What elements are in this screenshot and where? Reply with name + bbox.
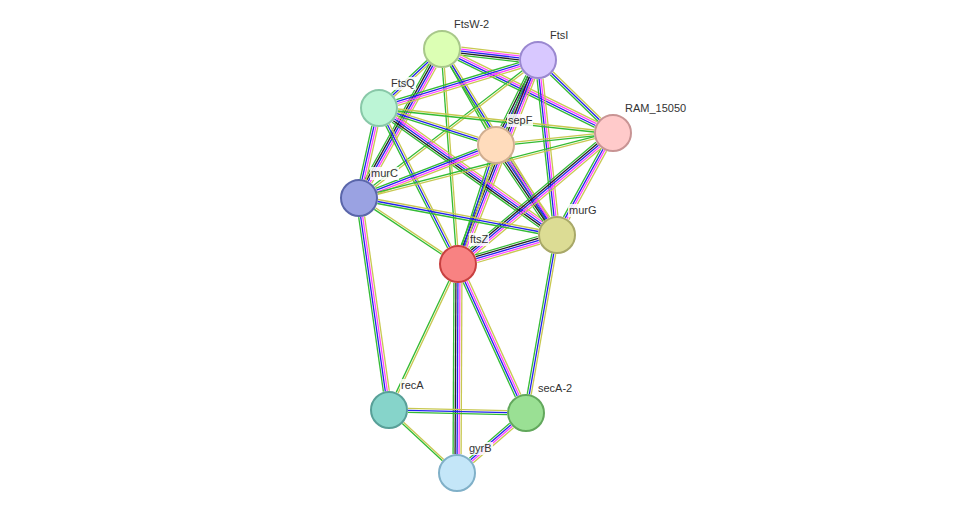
evidence-line (467, 281, 519, 395)
evidence-line (553, 72, 601, 119)
protein-circle (360, 89, 398, 127)
interaction-edge (550, 72, 601, 121)
evidence-line (359, 217, 384, 391)
protein-node: secA-2 (507, 394, 545, 432)
interaction-edge (453, 283, 462, 454)
evidence-line (550, 75, 598, 122)
interaction-edge (402, 422, 443, 461)
protein-node: gyrB (438, 454, 476, 492)
protein-circle (477, 126, 515, 164)
protein-label: ftsZ (469, 233, 489, 246)
protein-node: FtsI (519, 41, 557, 79)
evidence-line (552, 73, 600, 119)
evidence-line (456, 283, 458, 454)
protein-label: FtsQ (390, 77, 416, 90)
protein-circle (594, 114, 632, 152)
evidence-line (454, 283, 456, 454)
protein-label: RAM_15050 (624, 102, 687, 115)
protein-label: murC (370, 167, 399, 180)
evidence-line (458, 283, 460, 454)
evidence-line (452, 283, 454, 454)
evidence-line (466, 164, 492, 247)
protein-label: sepF (507, 114, 533, 127)
evidence-line (463, 77, 529, 246)
evidence-line (374, 209, 441, 254)
protein-circle (538, 216, 576, 254)
evidence-line (475, 148, 601, 255)
protein-node: RAM_15050 (594, 114, 632, 152)
protein-circle (340, 179, 378, 217)
protein-node: FtsW-2 (423, 30, 461, 68)
interaction-edge (374, 208, 442, 255)
evidence-line (569, 151, 607, 220)
evidence-line (465, 282, 517, 396)
protein-circle (370, 391, 408, 429)
evidence-line (408, 412, 507, 414)
protein-circle (507, 394, 545, 432)
protein-node: sepF (477, 126, 515, 164)
protein-label: recA (400, 379, 425, 392)
evidence-line (404, 422, 444, 459)
protein-node: murG (538, 216, 576, 254)
interaction-edge (527, 253, 555, 394)
evidence-line (363, 217, 388, 391)
evidence-line (365, 216, 390, 390)
interaction-edge (537, 79, 558, 217)
evidence-line (398, 282, 451, 394)
protein-circle (439, 245, 477, 283)
protein-node: FtsQ (360, 89, 398, 127)
protein-node: murC (340, 179, 378, 217)
evidence-line (527, 253, 552, 394)
interaction-edge (377, 200, 538, 234)
evidence-line (396, 281, 449, 393)
evidence-line (460, 283, 462, 454)
protein-label: FtsI (549, 29, 569, 42)
protein-circle (423, 30, 461, 68)
protein-label: FtsW-2 (453, 18, 490, 31)
evidence-line (463, 283, 515, 398)
protein-node: ftsZ (439, 245, 477, 283)
evidence-line (389, 124, 451, 246)
protein-node: recA (370, 391, 408, 429)
interaction-edge (463, 280, 521, 397)
evidence-line (377, 204, 538, 234)
protein-circle (519, 41, 557, 79)
protein-circle (438, 454, 476, 492)
protein-label: murG (568, 204, 598, 217)
evidence-line (465, 78, 531, 247)
evidence-line (469, 280, 521, 395)
evidence-line (515, 134, 594, 142)
interaction-edge (396, 281, 451, 393)
interaction-edge (359, 216, 390, 391)
evidence-line (402, 424, 442, 461)
protein-label: gyrB (468, 442, 493, 455)
evidence-line (529, 254, 553, 395)
protein-label: secA-2 (537, 382, 573, 395)
evidence-line (464, 163, 490, 246)
evidence-line (361, 217, 386, 391)
interaction-edge (462, 163, 492, 247)
interaction-edge (408, 408, 507, 414)
interaction-edge (386, 124, 451, 248)
evidence-line (398, 66, 521, 103)
evidence-line (375, 208, 442, 253)
evidence-line (531, 254, 556, 395)
